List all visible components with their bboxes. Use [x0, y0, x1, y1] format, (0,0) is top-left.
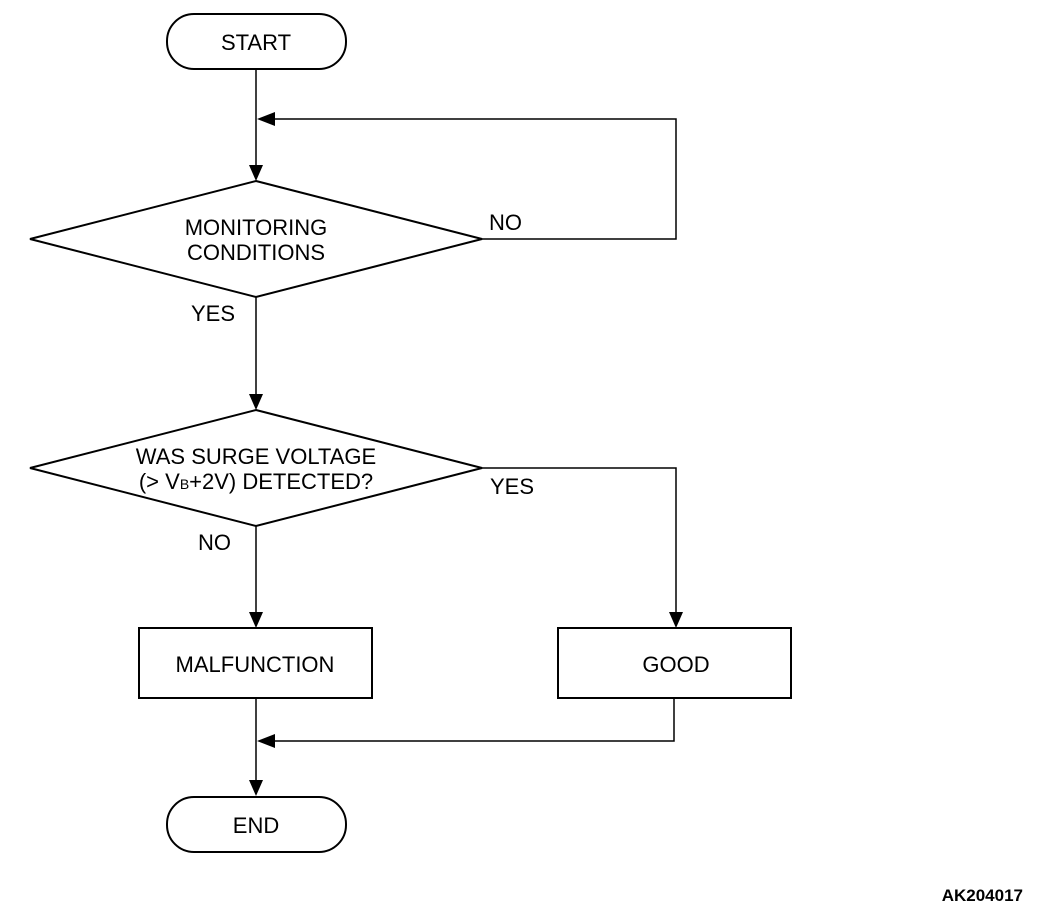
- arrowhead-loop-return: [257, 112, 275, 126]
- connector-surge-yes-to-good: [482, 467, 677, 618]
- end-label: END: [233, 813, 279, 838]
- monitoring-no-label: NO: [489, 210, 522, 235]
- end-terminal: [166, 796, 347, 853]
- surge-decision-line2: (> VB+2V) DETECTED?: [139, 469, 373, 494]
- start-label: START: [221, 30, 291, 55]
- malfunction-label: MALFUNCTION: [176, 652, 335, 677]
- arrowhead-into-end: [249, 780, 263, 796]
- surge-no-label: NO: [198, 530, 231, 555]
- reference-code: AK204017: [942, 886, 1023, 905]
- arrowhead-into-malfunction: [249, 612, 263, 628]
- monitoring-decision-line2: CONDITIONS: [187, 240, 325, 265]
- connector-good-to-merge: [270, 698, 675, 742]
- arrowhead-into-good: [669, 612, 683, 628]
- monitoring-yes-label: YES: [191, 301, 235, 326]
- good-label: GOOD: [642, 652, 709, 677]
- arrowhead-into-surge: [249, 394, 263, 410]
- surge-line2-suffix: +2V) DETECTED?: [189, 469, 373, 494]
- monitoring-decision-line1: MONITORING: [185, 215, 328, 240]
- surge-line2-subscript: B: [180, 476, 189, 492]
- arrowhead-merge: [257, 734, 275, 748]
- connector-monitoring-no-loop: [270, 118, 677, 240]
- surge-line2-prefix: (> V: [139, 469, 180, 494]
- surge-yes-label: YES: [490, 474, 534, 499]
- surge-decision-line1: WAS SURGE VOLTAGE: [136, 444, 376, 469]
- arrowhead-into-monitoring: [249, 165, 263, 181]
